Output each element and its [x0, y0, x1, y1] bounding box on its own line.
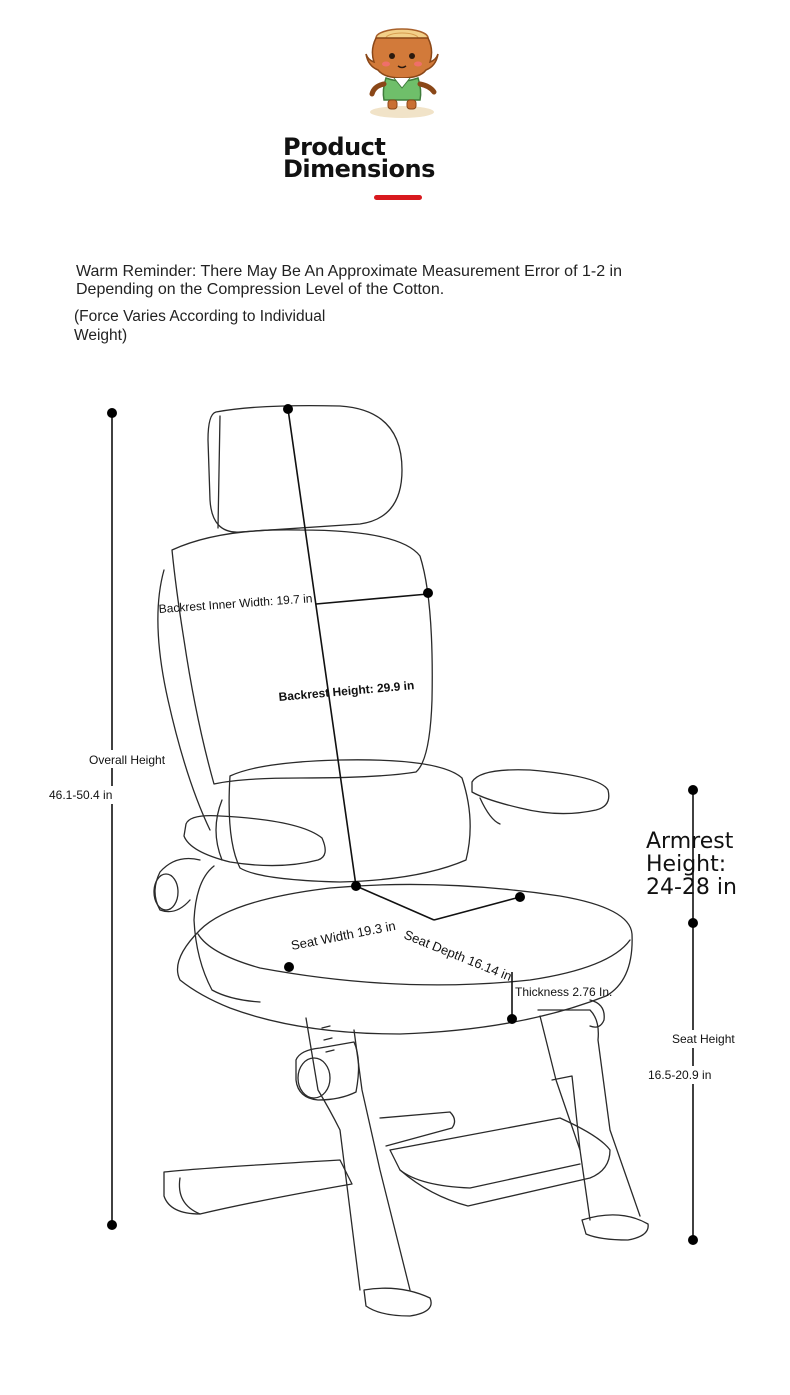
backrest-top-dot — [283, 404, 293, 414]
armrest-line-3: 24-28 in — [646, 875, 737, 900]
backrest-height-line — [287, 408, 357, 887]
reminder-line-2: Depending on the Compression Level of th… — [76, 281, 445, 298]
dimension-lines — [111, 408, 694, 1240]
seat-width-label: Seat Width 19.3 in — [290, 918, 397, 953]
armrest-line-2: Height: — [646, 852, 727, 877]
chair-line-drawing — [153, 404, 649, 1317]
backrest-bottom-dot — [351, 881, 361, 891]
seat-height-bottom-dot — [688, 1235, 698, 1245]
mascot-icon — [360, 20, 444, 120]
page-title: Product Dimensions — [283, 133, 435, 183]
seat-width-dot — [284, 962, 294, 972]
overall-height-value: 46.1-50.4 in — [49, 788, 112, 802]
armrest-top-dot — [688, 785, 698, 795]
seat-height-value: 16.5-20.9 in — [648, 1068, 711, 1082]
thickness-dot — [507, 1014, 517, 1024]
thickness-label: Thickness 2.76 In. — [515, 985, 612, 999]
title-line-1: Product — [283, 133, 386, 161]
backrest-inner-width-label: Backrest Inner Width: 19.7 in — [158, 591, 313, 616]
seat-depth-line — [433, 896, 521, 921]
dimension-points — [107, 404, 698, 1245]
armrest-line-1: Armrest — [646, 829, 734, 854]
warm-reminder-text: Warm Reminder: There May Be An Approxima… — [76, 263, 696, 299]
overall-height-top-dot — [107, 408, 117, 418]
seat-depth-label: Seat Depth 16.14 in — [402, 927, 514, 984]
overall-height-label: Overall Height — [89, 753, 166, 767]
title-underline — [374, 195, 422, 200]
reminder-line-1: Warm Reminder: There May Be An Approxima… — [76, 263, 622, 280]
seat-width-line — [355, 885, 435, 921]
seat-depth-dot — [515, 892, 525, 902]
armrest-bottom-dot — [688, 918, 698, 928]
force-note-text: (Force Varies According to Individual We… — [74, 308, 326, 344]
backrest-width-dot — [423, 588, 433, 598]
overall-height-bottom-dot — [107, 1220, 117, 1230]
backrest-width-line — [315, 593, 429, 605]
title-line-2: Dimensions — [283, 155, 435, 183]
seat-height-label: Seat Height — [672, 1032, 735, 1046]
backrest-height-label: Backrest Height: 29.9 in — [278, 678, 415, 704]
armrest-height-label: Armrest Height: 24-28 in — [646, 830, 737, 899]
